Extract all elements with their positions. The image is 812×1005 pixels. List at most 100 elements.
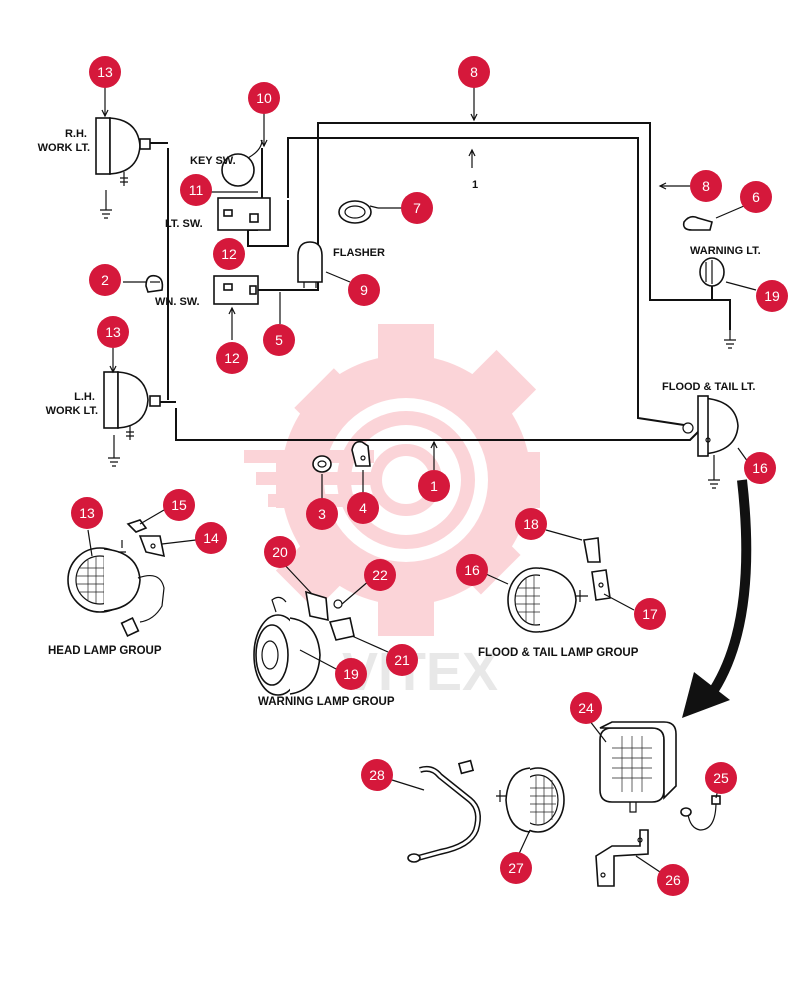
svg-text:7: 7 — [413, 200, 421, 216]
svg-text:21: 21 — [394, 652, 410, 668]
svg-text:10: 10 — [256, 90, 272, 106]
callout-18: 18 — [515, 508, 547, 540]
wire-harness-1-upper — [287, 137, 685, 426]
svg-text:4: 4 — [359, 500, 367, 516]
clip-part-6 — [682, 215, 713, 231]
flasher-label: FLASHER — [333, 247, 385, 259]
callout-19: 19 — [335, 658, 367, 690]
svg-text:2: 2 — [101, 272, 109, 288]
callout-12: 12 — [216, 342, 248, 374]
callout-17: 17 — [634, 598, 666, 630]
svg-text:27: 27 — [508, 860, 524, 876]
flasher: FLASHER — [297, 241, 385, 288]
svg-text:18: 18 — [523, 516, 539, 532]
head-lamp-group-label: HEAD LAMP GROUP — [48, 645, 162, 657]
square-work-lamp-24 — [599, 721, 677, 813]
wire-25 — [680, 795, 721, 831]
arrow-to-replacement-parts — [682, 479, 752, 718]
callout-13: 13 — [97, 316, 129, 348]
replacement-parts — [407, 721, 721, 887]
key-switch: KEY SW. — [190, 139, 263, 187]
svg-text:15: 15 — [171, 497, 187, 513]
svg-text:20: 20 — [272, 544, 288, 560]
callout-5: 5 — [263, 324, 295, 356]
clamp-part-4 — [351, 440, 371, 467]
svg-text:9: 9 — [360, 282, 368, 298]
svg-text:14: 14 — [203, 530, 219, 546]
svg-text:16: 16 — [752, 460, 768, 476]
callout-13: 13 — [89, 56, 121, 88]
bracket-26 — [595, 829, 649, 887]
svg-text:16: 16 — [464, 562, 480, 578]
callout-21: 21 — [386, 644, 418, 676]
warning-lamp-group: WARNING LAMP GROUP — [253, 590, 395, 708]
harness-28 — [407, 759, 481, 863]
callout-19: 19 — [756, 280, 788, 312]
callout-10: 10 — [248, 82, 280, 114]
svg-text:8: 8 — [470, 64, 478, 80]
svg-text:12: 12 — [221, 246, 237, 262]
svg-text:6: 6 — [752, 189, 760, 205]
callout-15: 15 — [163, 489, 195, 521]
wire-1-label: 1 — [472, 179, 478, 191]
svg-text:22: 22 — [372, 567, 388, 583]
wn-sw-label: WN. SW. — [155, 296, 200, 308]
flood-tail-lt-label: FLOOD & TAIL LT. — [662, 381, 756, 393]
callout-28: 28 — [361, 759, 393, 791]
light-switch: LT. SW. — [165, 197, 271, 231]
svg-text:19: 19 — [764, 288, 780, 304]
callout-12: 12 — [213, 238, 245, 270]
round-lamp-27 — [496, 767, 565, 833]
callout-16: 16 — [456, 554, 488, 586]
clamp-part-2 — [145, 274, 164, 293]
callout-3: 3 — [306, 498, 338, 530]
key-sw-label: KEY SW. — [190, 155, 236, 167]
callout-8: 8 — [458, 56, 490, 88]
callout-11: 11 — [180, 174, 212, 206]
callout-8: 8 — [690, 170, 722, 202]
callout-9: 9 — [348, 274, 380, 306]
callout-27: 27 — [500, 852, 532, 884]
svg-text:13: 13 — [97, 64, 113, 80]
warning-switch: WN. SW. — [155, 275, 259, 308]
svg-text:13: 13 — [105, 324, 121, 340]
svg-text:17: 17 — [642, 606, 658, 622]
svg-text:11: 11 — [189, 182, 204, 198]
callout-24: 24 — [570, 692, 602, 724]
watermark-text: VITEX — [342, 642, 498, 702]
callout-25: 25 — [705, 762, 737, 794]
grommet-part-3 — [312, 455, 332, 473]
callout-4: 4 — [347, 492, 379, 524]
wiring-schematic: R.H. WORK LT. L.H. WORK LT. KEY SW. — [38, 117, 761, 489]
lh-work-light: L.H. WORK LT. — [46, 371, 161, 440]
callout-13: 13 — [71, 497, 103, 529]
callout-20: 20 — [264, 536, 296, 568]
leader-lines — [87, 86, 757, 873]
ground-symbols — [100, 190, 736, 489]
flood-tail-lamp-group: FLOOD & TAIL LAMP GROUP — [478, 537, 639, 659]
lh-work-lt-label: L.H. WORK LT. — [46, 391, 98, 417]
svg-text:3: 3 — [318, 506, 326, 522]
callout-14: 14 — [195, 522, 227, 554]
callout-16: 16 — [744, 452, 776, 484]
svg-text:19: 19 — [343, 666, 359, 682]
svg-text:28: 28 — [369, 767, 385, 783]
svg-text:13: 13 — [79, 505, 95, 521]
callout-22: 22 — [364, 559, 396, 591]
callout-2: 2 — [89, 264, 121, 296]
wire-harness-1 — [175, 408, 701, 441]
callout-26: 26 — [657, 864, 689, 896]
flood-tail-lamp-group-label: FLOOD & TAIL LAMP GROUP — [478, 647, 639, 659]
callouts: 13 10 8 11 12 7 8 6 2 9 19 12 5 13 16 1 … — [71, 56, 788, 896]
svg-text:12: 12 — [224, 350, 240, 366]
rh-work-lt-label: R.H. WORK LT. — [38, 128, 90, 154]
callout-6: 6 — [740, 181, 772, 213]
svg-text:1: 1 — [430, 478, 438, 494]
callout-7: 7 — [401, 192, 433, 224]
svg-text:26: 26 — [665, 872, 681, 888]
svg-text:25: 25 — [713, 770, 729, 786]
callout-1: 1 — [418, 470, 450, 502]
warning-lt-label: WARNING LT. — [690, 245, 761, 257]
